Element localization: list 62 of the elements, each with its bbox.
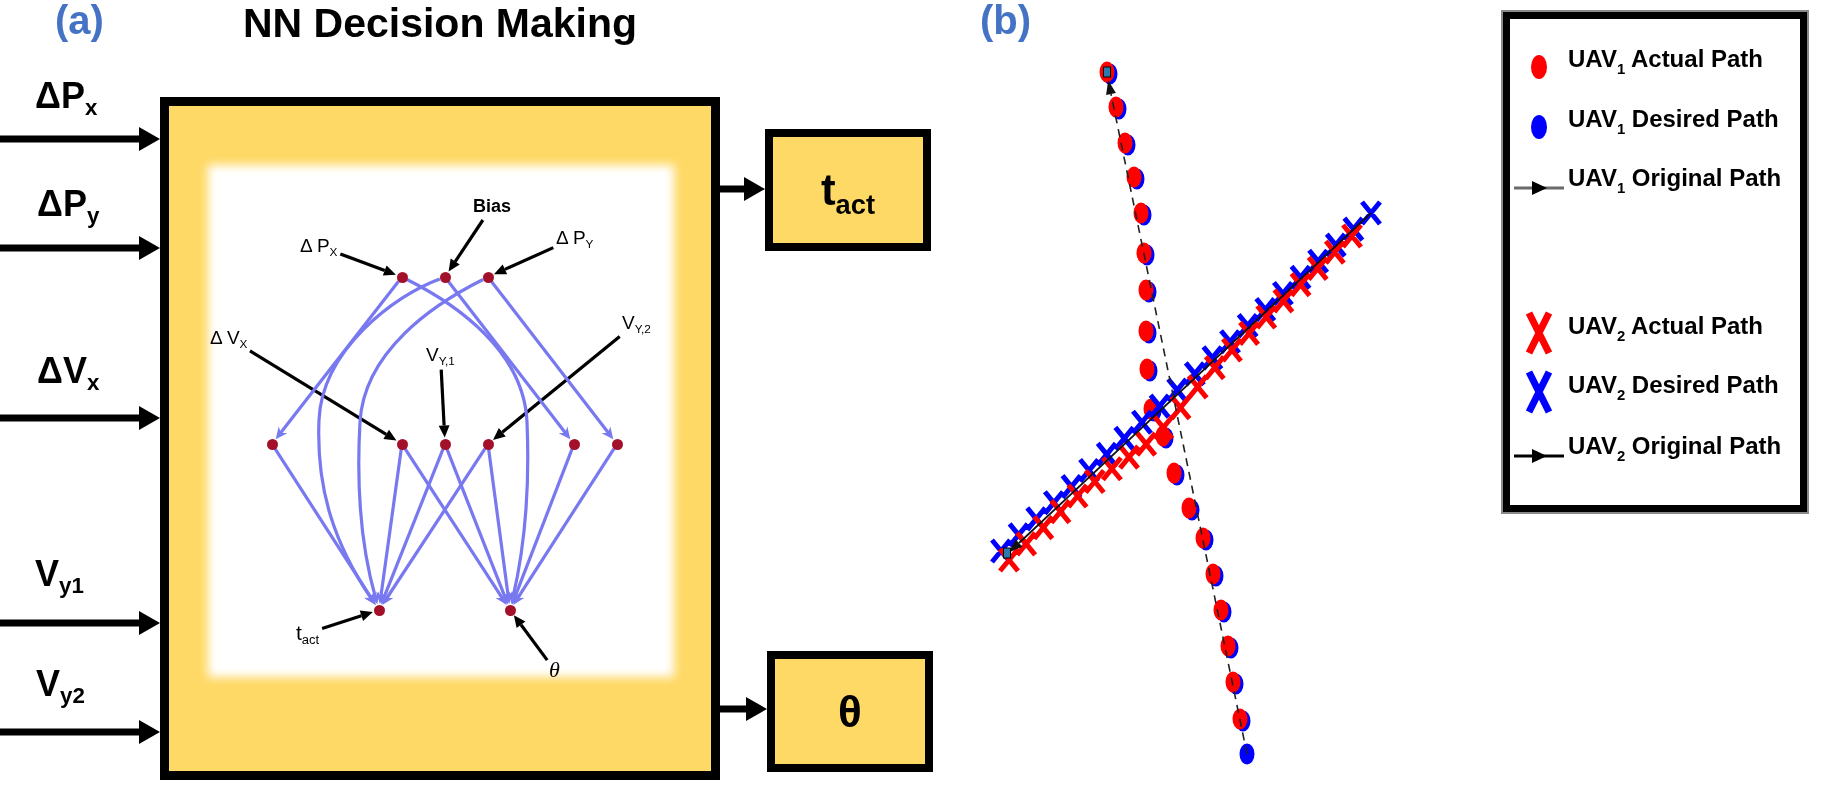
arrow [0,406,160,430]
neuron-dot [482,438,494,450]
arrow [720,697,767,721]
connection-arrow [376,449,403,605]
legend-label: UAV$_{1}$ Actual Path [1568,44,1763,75]
legend-label: UAV$_{1}$ Original Path [1568,163,1782,194]
output-box [767,651,933,772]
legend-label: UAV$_{2}$ Actual Path [1568,311,1763,342]
connection-arrow [317,277,441,606]
neuron-dot [504,604,516,616]
connection-arrow [513,447,616,605]
connection-arrow [447,280,571,440]
output-label: θ [838,685,862,738]
leader-line [249,349,397,441]
neuron-label: Δ P$_{X}$ [300,234,338,258]
connection-arrow [275,280,400,440]
neuron-label: t$_{act}$ [296,620,320,647]
neuron-label: Δ V$_{X}$ [210,326,248,350]
neuron-dot [396,271,408,283]
leader-line [448,219,485,272]
leader-line [493,246,554,275]
output-label: t$_{act}$ [820,164,876,219]
leader-line [438,369,450,438]
arrow [0,611,160,635]
legend-label: UAV$_{2}$ Desired Path [1568,370,1779,401]
neuron-dot [611,438,623,450]
neuron-dot [568,438,580,450]
panel-label: (a) [55,0,104,44]
neuron-dot [396,438,408,450]
connection-arrow [490,280,614,440]
arrow [720,177,765,201]
connection-arrow [380,448,445,605]
neuron-dot [439,438,451,450]
arrow [0,236,160,260]
block-title: NN Decision Making [242,0,638,48]
leader-line [321,610,373,630]
legend-label: UAV$_{1}$ Desired Path [1568,104,1779,135]
neuron-dot [482,271,494,283]
neuron-dot [266,438,278,450]
neuron-dot [439,271,451,283]
arrow [0,127,160,151]
leader-line [513,615,549,662]
arrow [0,720,160,744]
connection-arrow [382,447,487,605]
leader-line [339,252,396,276]
connection-arrow [487,449,514,605]
legend-label: UAV$_{2}$ Original Path [1568,431,1782,462]
neuron-label: θ [549,656,560,684]
connection-arrow [357,278,484,605]
neuron-dot [373,604,385,616]
panel-label: (b) [980,0,1032,44]
neuron-label: V$_{Y,1}$ [426,343,455,367]
neuron-label: V$_{Y,2}$ [622,311,651,335]
leader-line [493,335,621,440]
connection-arrow [445,448,509,605]
connection-arrow [273,447,376,605]
connection-arrow [511,448,574,605]
neuron-label: Bias [473,195,512,218]
neuron-label: Δ P$_{Y}$ [556,226,594,250]
connection-arrow [403,447,507,605]
connection-arrow [406,278,530,605]
output-box [765,129,931,251]
